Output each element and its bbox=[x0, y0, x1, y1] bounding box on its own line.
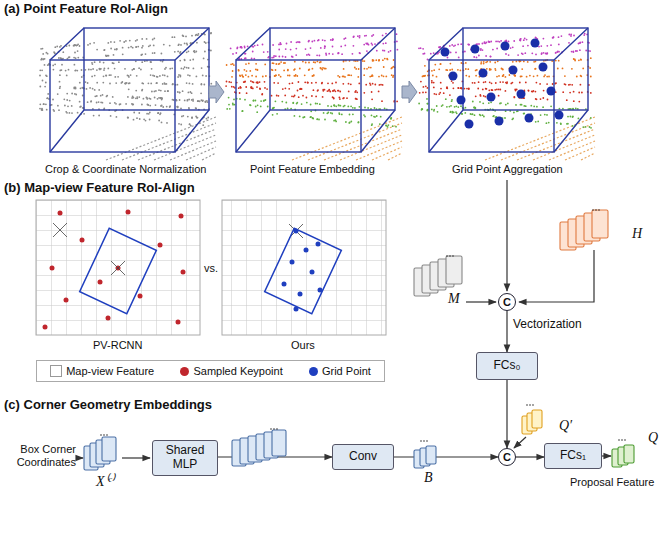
caption-label: Grid Point Aggregation bbox=[452, 163, 563, 176]
tensor-label: Q bbox=[648, 430, 658, 446]
process-box: Shared MLP bbox=[152, 440, 218, 476]
node-text: FCs₀ bbox=[491, 359, 524, 373]
concat-circle: C bbox=[498, 448, 516, 466]
section-title: (c) Corner Geometry Embeddings bbox=[4, 398, 212, 413]
process-box: FCs₀ bbox=[476, 352, 538, 380]
legend-text: Sampled Keypoint bbox=[193, 365, 282, 377]
caption-label: Point Feature Embedding bbox=[250, 163, 375, 176]
legend: Map-view Feature Sampled Keypoint Grid Poi… bbox=[36, 360, 385, 382]
flow-arrow bbox=[394, 456, 498, 457]
legend-square bbox=[50, 365, 62, 377]
node-text: Conv bbox=[346, 450, 380, 464]
flow-arrow bbox=[516, 456, 544, 457]
tensor-label: Q′ bbox=[559, 418, 572, 434]
process-box: Conv bbox=[332, 444, 394, 470]
legend-item: Grid Point bbox=[309, 365, 371, 377]
legend-dot bbox=[180, 367, 189, 376]
legend-text: Grid Point bbox=[322, 365, 371, 377]
caption-label: Ours bbox=[291, 339, 315, 352]
tensor-label: M bbox=[448, 291, 460, 307]
caption-label: Vectorization bbox=[513, 318, 582, 332]
caption-label: Proposal Feature bbox=[570, 476, 654, 489]
flow-arrow bbox=[506, 380, 507, 448]
legend-dot bbox=[309, 367, 318, 376]
map-view-grid bbox=[36, 200, 386, 335]
flow-arrow bbox=[506, 311, 507, 352]
legend-item: Map-view Feature bbox=[50, 365, 154, 377]
point-cloud-figure bbox=[39, 28, 595, 160]
node-text: Shared MLP bbox=[153, 444, 217, 472]
node-text: C bbox=[503, 296, 511, 309]
step-arrow bbox=[209, 81, 417, 103]
legend-item: Sampled Keypoint bbox=[180, 365, 282, 377]
tensor-label: B bbox=[424, 470, 433, 486]
concat-circle: C bbox=[498, 293, 516, 311]
caption-label: Box Corner Coordinates bbox=[2, 443, 76, 468]
caption-label: Crop & Coordinate Normalization bbox=[45, 163, 206, 176]
tensor-label: H bbox=[632, 226, 642, 242]
section-title: (b) Map-view Feature RoI-Align bbox=[4, 181, 195, 196]
feature-stack bbox=[84, 209, 634, 470]
legend-text: Map-view Feature bbox=[66, 365, 154, 377]
flow-line bbox=[77, 180, 611, 458]
node-text: FCs₁ bbox=[557, 449, 589, 463]
process-box: FCs₁ bbox=[544, 443, 602, 469]
node-text: C bbox=[503, 451, 511, 464]
section-title: (a) Point Feature RoI-Align bbox=[4, 2, 168, 17]
caption-label: vs. bbox=[204, 262, 218, 275]
caption-label: PV-RCNN bbox=[93, 339, 143, 352]
tensor-label: X⁽ᶜ⁾ bbox=[96, 474, 114, 490]
